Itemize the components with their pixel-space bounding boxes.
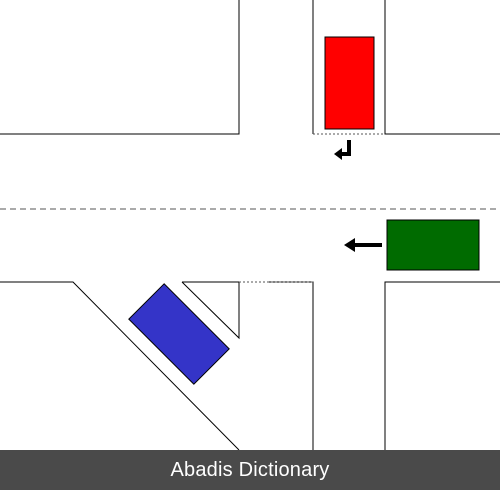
bottom-right-block-edge: [384, 281, 500, 450]
watermark-text: Abadis Dictionary: [170, 458, 330, 481]
green-car: [386, 219, 480, 271]
intersection-diagram: [0, 0, 500, 450]
blue-car: [128, 283, 230, 385]
watermark-footer: Abadis Dictionary: [0, 450, 500, 490]
left-arrow-icon: [344, 238, 382, 252]
turn-right-arrow-icon: [334, 140, 351, 160]
red-car: [324, 36, 375, 130]
top-left-block-edge: [0, 0, 240, 135]
bottom-left-block-edge: [0, 281, 240, 450]
top-right-block-edge-2: [384, 0, 500, 135]
median-island-edge: [181, 281, 240, 340]
